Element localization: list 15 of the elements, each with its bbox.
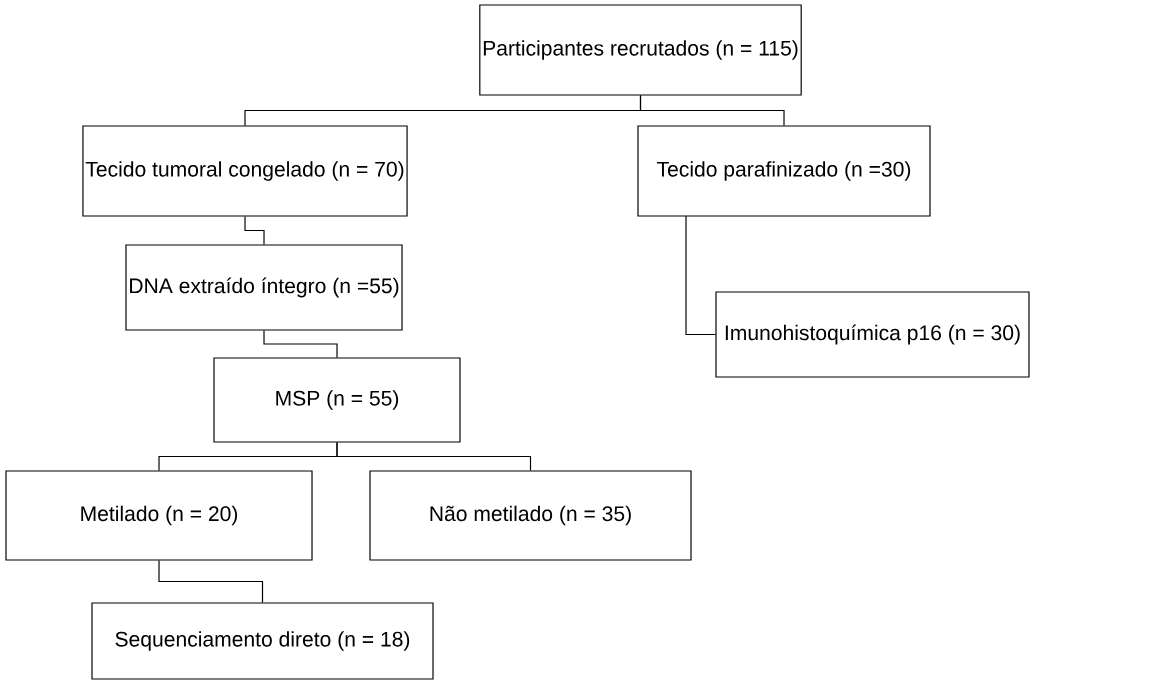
connector xyxy=(336,442,532,471)
connector xyxy=(263,330,338,358)
flow-box: DNA extraído íntegro (n =55) xyxy=(125,244,403,331)
flow-box: Tecido tumoral congelado (n = 70) xyxy=(82,125,408,217)
connector xyxy=(158,560,264,603)
flow-box: Imunohistoquímica p16 (n = 30) xyxy=(715,291,1030,378)
connector xyxy=(685,215,716,336)
flow-box: Participantes recrutados (n = 115) xyxy=(479,4,802,96)
flow-box: MSP (n = 55) xyxy=(213,357,461,443)
flow-box: Metilado (n = 20) xyxy=(5,470,313,561)
connector xyxy=(639,95,785,126)
flow-box: Sequenciamento direto (n = 18) xyxy=(91,602,434,680)
flow-box: Não metilado (n = 35) xyxy=(369,470,692,561)
connector xyxy=(244,216,265,245)
flow-box: Tecido parafinizado (n =30) xyxy=(637,125,931,217)
